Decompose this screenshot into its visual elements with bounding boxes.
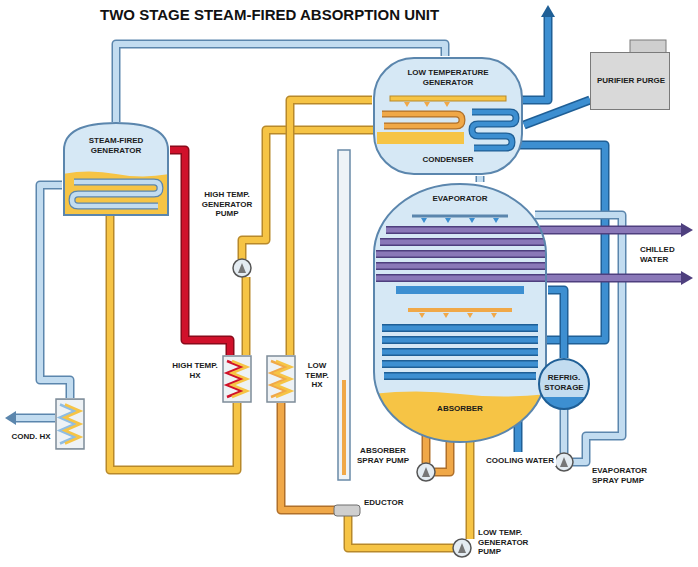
pump-label: ABSORBER SPRAY PUMP <box>354 446 412 465</box>
eductor-symbol <box>334 505 360 516</box>
pipe-connector <box>40 185 70 398</box>
node-label: ABSORBER <box>400 404 520 414</box>
generator-vessel: STEAM-FIRED GENERATOR <box>62 122 170 217</box>
node-label: HIGH TEMP. HX <box>172 361 218 380</box>
node-label: LOW TEMP. HX <box>300 361 334 390</box>
pump-label: HIGH TEMP. GENERATOR PUMP <box>196 190 258 219</box>
pipe-outline <box>290 100 372 355</box>
pipe-connector <box>170 150 230 355</box>
flow-label: CHILLED WATER <box>640 245 696 264</box>
node-label: REFRIG. STORAGE <box>542 373 586 392</box>
pipe-connector <box>290 100 372 355</box>
arrowhead <box>681 223 693 237</box>
solution-pipe <box>281 403 336 510</box>
solution-pipe <box>470 430 471 539</box>
node-label: PURIFIER PURGE <box>595 76 667 86</box>
pump-label: LOW TEMP. GENERATOR PUMP <box>478 528 536 557</box>
pipe-outline <box>170 150 230 355</box>
chilled-water-pipe <box>540 230 682 231</box>
heat-exchanger <box>55 398 85 450</box>
heat-exchanger: COND. HX <box>55 398 85 450</box>
flow-label: COOLING WATER <box>484 456 556 466</box>
pipe-connector <box>524 100 590 125</box>
generator-shell: LOW TEMPERATURE GENERATOR CONDENSER <box>372 56 524 176</box>
refrigerant-pipe <box>564 408 565 453</box>
pipe-fill <box>524 100 590 125</box>
solution-pipe <box>246 277 247 355</box>
arrowhead <box>681 271 693 285</box>
pipe-connector <box>548 290 564 358</box>
pump-label: EVAPORATOR SPRAY PUMP <box>592 466 672 485</box>
pipe-outline <box>40 185 70 398</box>
cooling-water-pipe <box>520 16 548 100</box>
pipe-connector <box>480 176 481 182</box>
heat-exchanger <box>266 355 296 403</box>
pipe-fill <box>290 100 372 355</box>
storage-circle: REFRIG. STORAGE <box>538 358 590 410</box>
pipe-fill <box>477 176 483 182</box>
pump-symbol <box>555 453 573 471</box>
node-label: EVAPORATOR <box>400 194 520 204</box>
pipe-fill <box>40 185 70 398</box>
purge-box: PURIFIER PURGE <box>590 52 670 110</box>
node-label: COND. HX <box>11 432 51 442</box>
pump-symbol <box>233 259 251 277</box>
solution-pipe <box>348 516 453 548</box>
pipe-fill <box>548 290 564 358</box>
level-fluid <box>342 380 346 475</box>
diagram-title: TWO STAGE STEAM-FIRED ABSORPTION UNIT <box>100 6 439 23</box>
arrowhead <box>541 5 555 17</box>
node-label: LOW TEMPERATURE GENERATOR <box>388 68 508 87</box>
absorber-shell: EVAPORATOR ABSORBER <box>372 182 548 444</box>
pump-symbol <box>417 463 435 481</box>
pipe-outline <box>476 176 485 182</box>
heat-exchanger: LOW TEMP. HX <box>266 355 296 403</box>
pump-symbol <box>453 539 471 557</box>
heat-exchanger: HIGH TEMP. HX <box>222 355 252 403</box>
level-tube <box>338 150 350 480</box>
pipe-outline <box>548 290 564 358</box>
pipe-fill <box>170 150 230 355</box>
part-label: EDUCTOR <box>364 498 414 508</box>
steam-condensate-pipe <box>15 418 55 419</box>
pipe-outline <box>524 100 590 125</box>
node-label: STEAM-FIRED GENERATOR <box>66 136 166 155</box>
solution-pipe <box>242 130 374 259</box>
arrowhead <box>5 411 16 425</box>
chilled-water-pipe <box>540 278 682 279</box>
refrigerant-pipe <box>535 215 622 462</box>
node-label: CONDENSER <box>412 155 484 165</box>
heat-exchanger <box>222 355 252 403</box>
